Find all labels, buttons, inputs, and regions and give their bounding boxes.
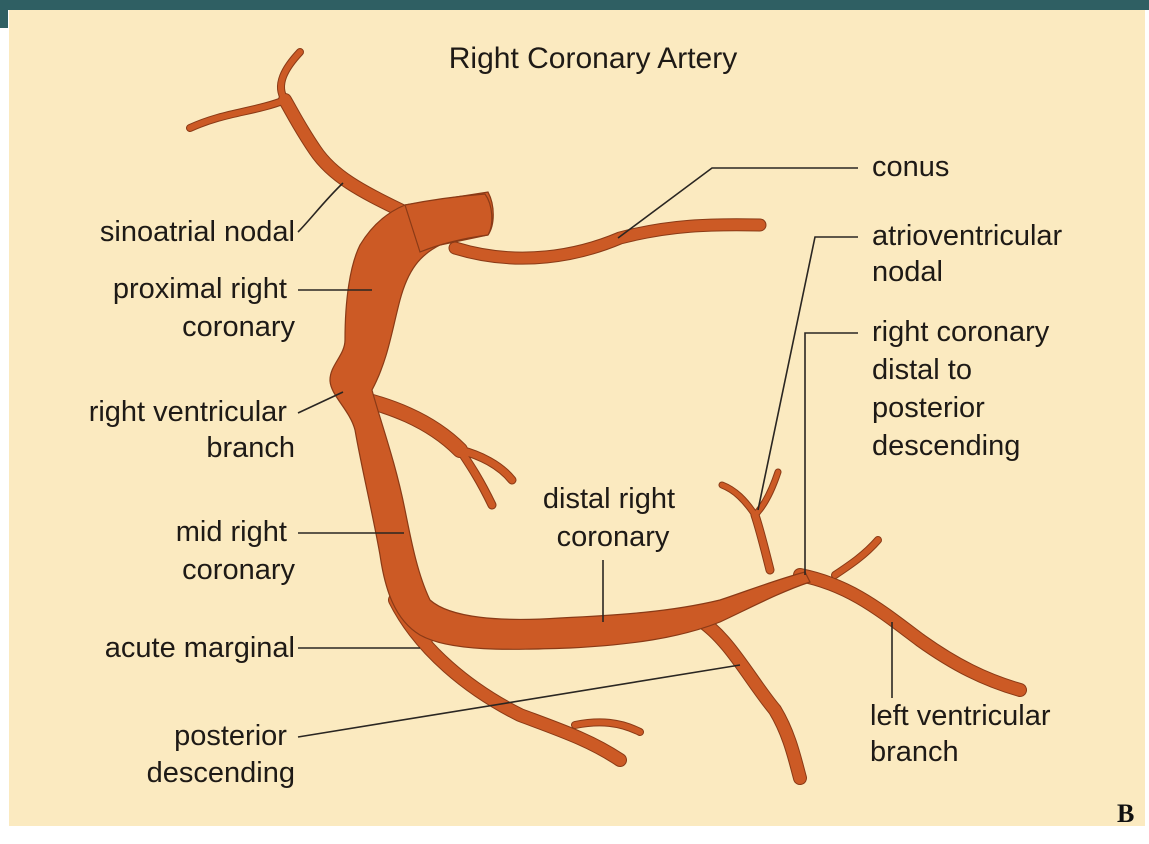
- leader-sinoatrial: [298, 183, 343, 232]
- leader-av-nodal: [758, 237, 858, 510]
- label-posterior-descending: posterior descending: [147, 720, 295, 789]
- label-atrioventricular-nodal: atrioventricular nodal: [872, 220, 1070, 288]
- label-conus: conus: [872, 151, 949, 183]
- diagram-title: Right Coronary Artery: [449, 42, 737, 75]
- label-distal-right-coronary: distal right coronary: [543, 483, 683, 553]
- label-acute-marginal: acute marginal: [105, 632, 295, 664]
- leader-right-ventricular: [298, 392, 343, 413]
- label-rca-distal-to-posterior-descending: right coronary distal to posterior desce…: [872, 316, 1057, 462]
- panel-letter: B: [1117, 799, 1134, 828]
- leader-rca-distal: [805, 333, 858, 575]
- label-left-ventricular-branch: left ventricular branch: [870, 700, 1059, 768]
- label-right-ventricular-branch: right ventricular branch: [89, 396, 295, 464]
- label-sinoatrial-nodal: sinoatrial nodal: [100, 216, 295, 248]
- label-mid-right-coronary: mid right coronary: [176, 516, 296, 586]
- leader-posterior-descending: [298, 665, 740, 737]
- label-proximal-right-coronary: proximal right coronary: [113, 273, 296, 343]
